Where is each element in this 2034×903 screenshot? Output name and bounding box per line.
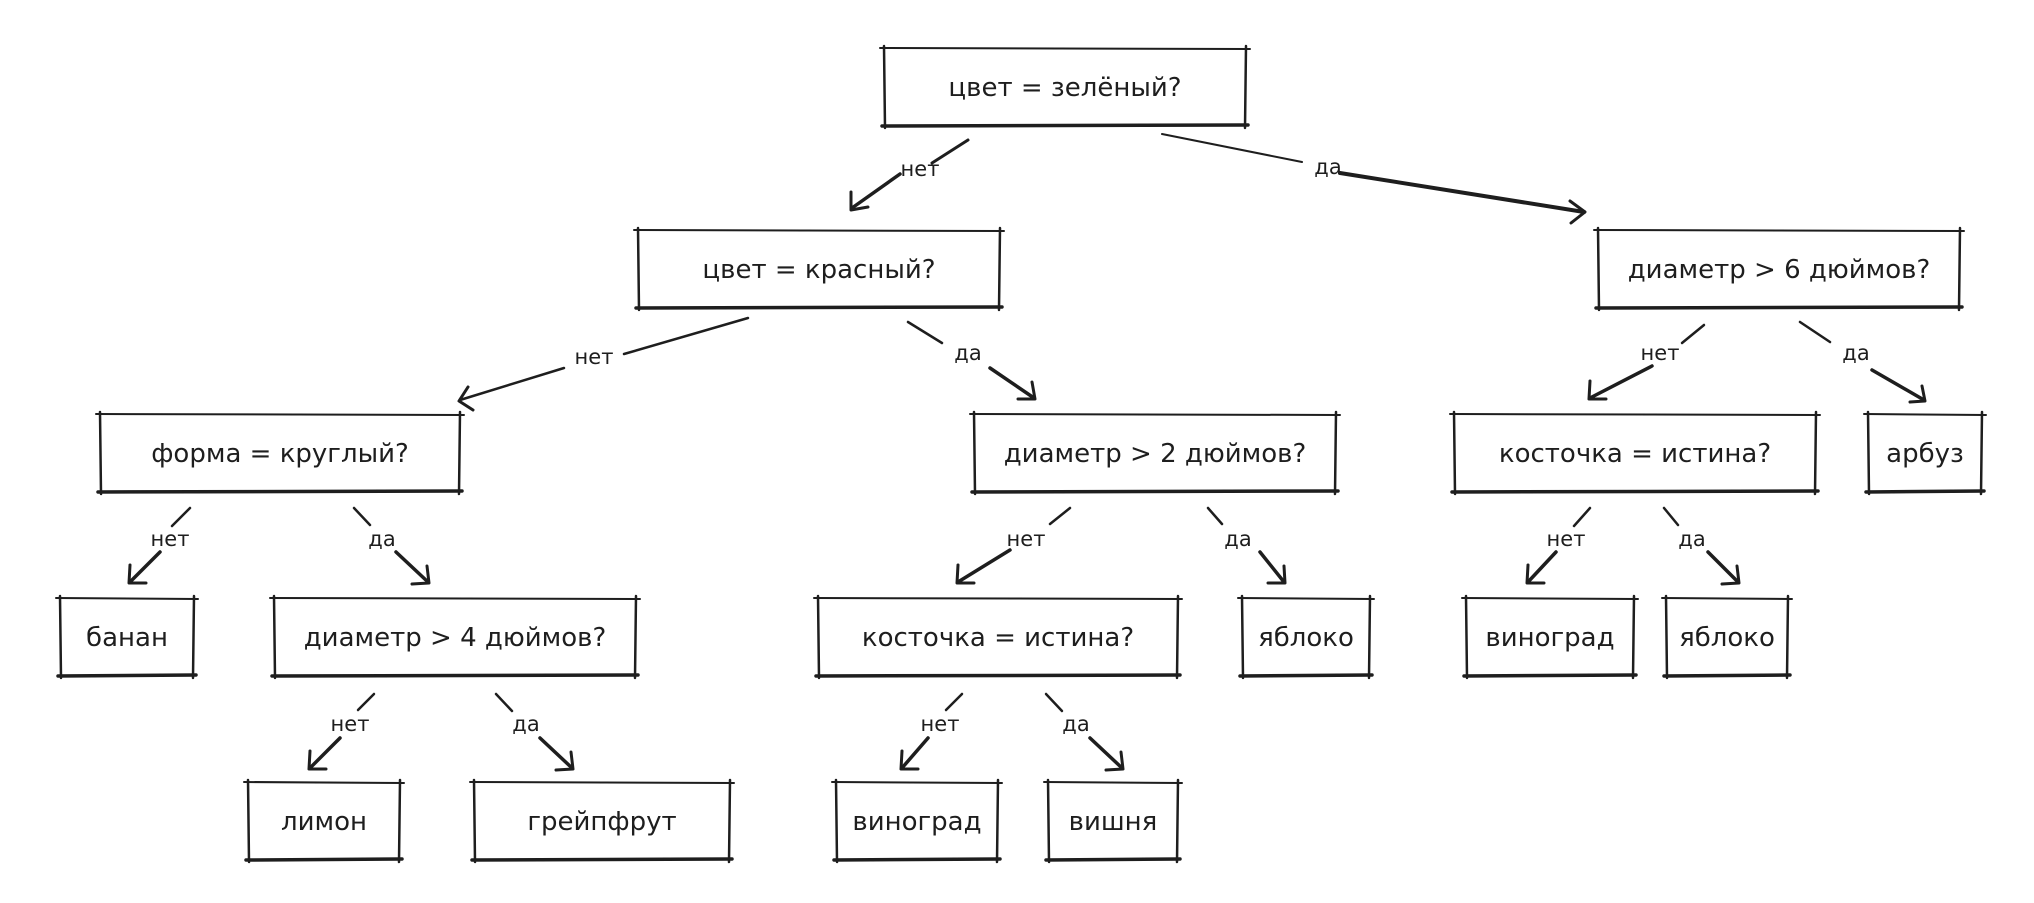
edge-pitmid-cherry: да	[1044, 692, 1125, 772]
edge-label-pitmid-cherry: да	[1062, 712, 1089, 736]
node-label-watermelon: арбуз	[1886, 439, 1964, 469]
node-diam4: диаметр > 4 дюймов?	[269, 594, 641, 680]
node-label-shape: форма = круглый?	[151, 439, 409, 469]
node-apple-mid: яблоко	[1237, 594, 1375, 680]
edge-pitright-graperight: нет	[1525, 506, 1592, 585]
edge-diam6-pitright: нет	[1587, 323, 1706, 401]
edge-label-root-red: нет	[901, 157, 940, 181]
node-pit-right: косточка = истина?	[1449, 410, 1821, 496]
edge-label-diam4-lemon: нет	[331, 712, 370, 736]
node-lemon: лимон	[243, 778, 405, 864]
node-apple-right: яблоко	[1661, 594, 1793, 680]
edge-label-shape-diam4: да	[368, 527, 395, 551]
edge-label-root-diam6: да	[1314, 155, 1341, 179]
node-label-grape-mid: виноград	[852, 807, 981, 837]
node-banana: банан	[55, 594, 199, 680]
edge-diam2-applemid: да	[1206, 506, 1287, 585]
node-diam2: диаметр > 2 дюймов?	[969, 410, 1341, 496]
edge-red-diam2: да	[906, 320, 1037, 401]
edge-label-red-shape: нет	[575, 345, 614, 369]
edge-shape-diam4: да	[352, 506, 431, 586]
node-shape: форма = круглый?	[95, 410, 465, 496]
node-label-pit-mid: косточка = истина?	[862, 623, 1134, 653]
node-label-apple-mid: яблоко	[1258, 623, 1354, 653]
node-label-banana: банан	[86, 623, 168, 653]
edge-root-diam6: да	[1161, 133, 1587, 225]
edge-label-diam4-grapefruit: да	[512, 712, 539, 736]
node-label-diam6: диаметр > 6 дюймов?	[1628, 255, 1931, 285]
edge-red-shape: нет	[457, 316, 750, 412]
node-watermelon: арбуз	[1863, 410, 1987, 496]
node-pit-mid: косточка = истина?	[813, 594, 1183, 680]
edge-label-pitright-appleright: да	[1678, 527, 1705, 551]
node-red: цвет = красный?	[633, 226, 1005, 312]
edge-label-diam2-applemid: да	[1224, 527, 1251, 551]
edge-root-red: нет	[849, 138, 970, 212]
node-label-grape-right: виноград	[1485, 623, 1614, 653]
edge-label-diam2-pitmid: нет	[1007, 527, 1046, 551]
node-diam6: диаметр > 6 дюймов?	[1593, 226, 1965, 312]
node-cherry: вишня	[1043, 778, 1183, 864]
node-label-red: цвет = красный?	[702, 255, 935, 285]
edge-label-pitright-graperight: нет	[1547, 527, 1586, 551]
node-root: цвет = зелёный?	[879, 44, 1251, 130]
edge-label-pitmid-grapemid: нет	[921, 712, 960, 736]
edge-diam6-watermelon: да	[1798, 320, 1927, 404]
edge-shape-banana: нет	[127, 506, 192, 585]
node-grapefruit: грейпфрут	[469, 778, 735, 864]
node-label-diam4: диаметр > 4 дюймов?	[304, 623, 607, 653]
edge-pitright-appleright: да	[1662, 506, 1741, 586]
node-label-apple-right: яблоко	[1679, 623, 1775, 653]
edge-label-red-diam2: да	[954, 341, 981, 365]
edge-diam4-grapefruit: да	[494, 692, 575, 772]
edge-label-diam6-pitright: нет	[1641, 341, 1680, 365]
edge-pitmid-grapemid: нет	[899, 692, 964, 771]
node-label-cherry: вишня	[1069, 807, 1158, 837]
edge-label-diam6-watermelon: да	[1842, 341, 1869, 365]
node-label-grapefruit: грейпфрут	[527, 807, 676, 837]
node-label-pit-right: косточка = истина?	[1499, 439, 1771, 469]
edge-label-shape-banana: нет	[151, 527, 190, 551]
edge-diam2-pitmid: нет	[955, 506, 1072, 585]
node-label-root: цвет = зелёный?	[948, 73, 1181, 103]
node-label-diam2: диаметр > 2 дюймов?	[1004, 439, 1307, 469]
node-grape-right: виноград	[1461, 594, 1639, 680]
edge-diam4-lemon: нет	[307, 692, 376, 771]
node-grape-mid: виноград	[831, 778, 1003, 864]
node-label-lemon: лимон	[281, 807, 367, 837]
